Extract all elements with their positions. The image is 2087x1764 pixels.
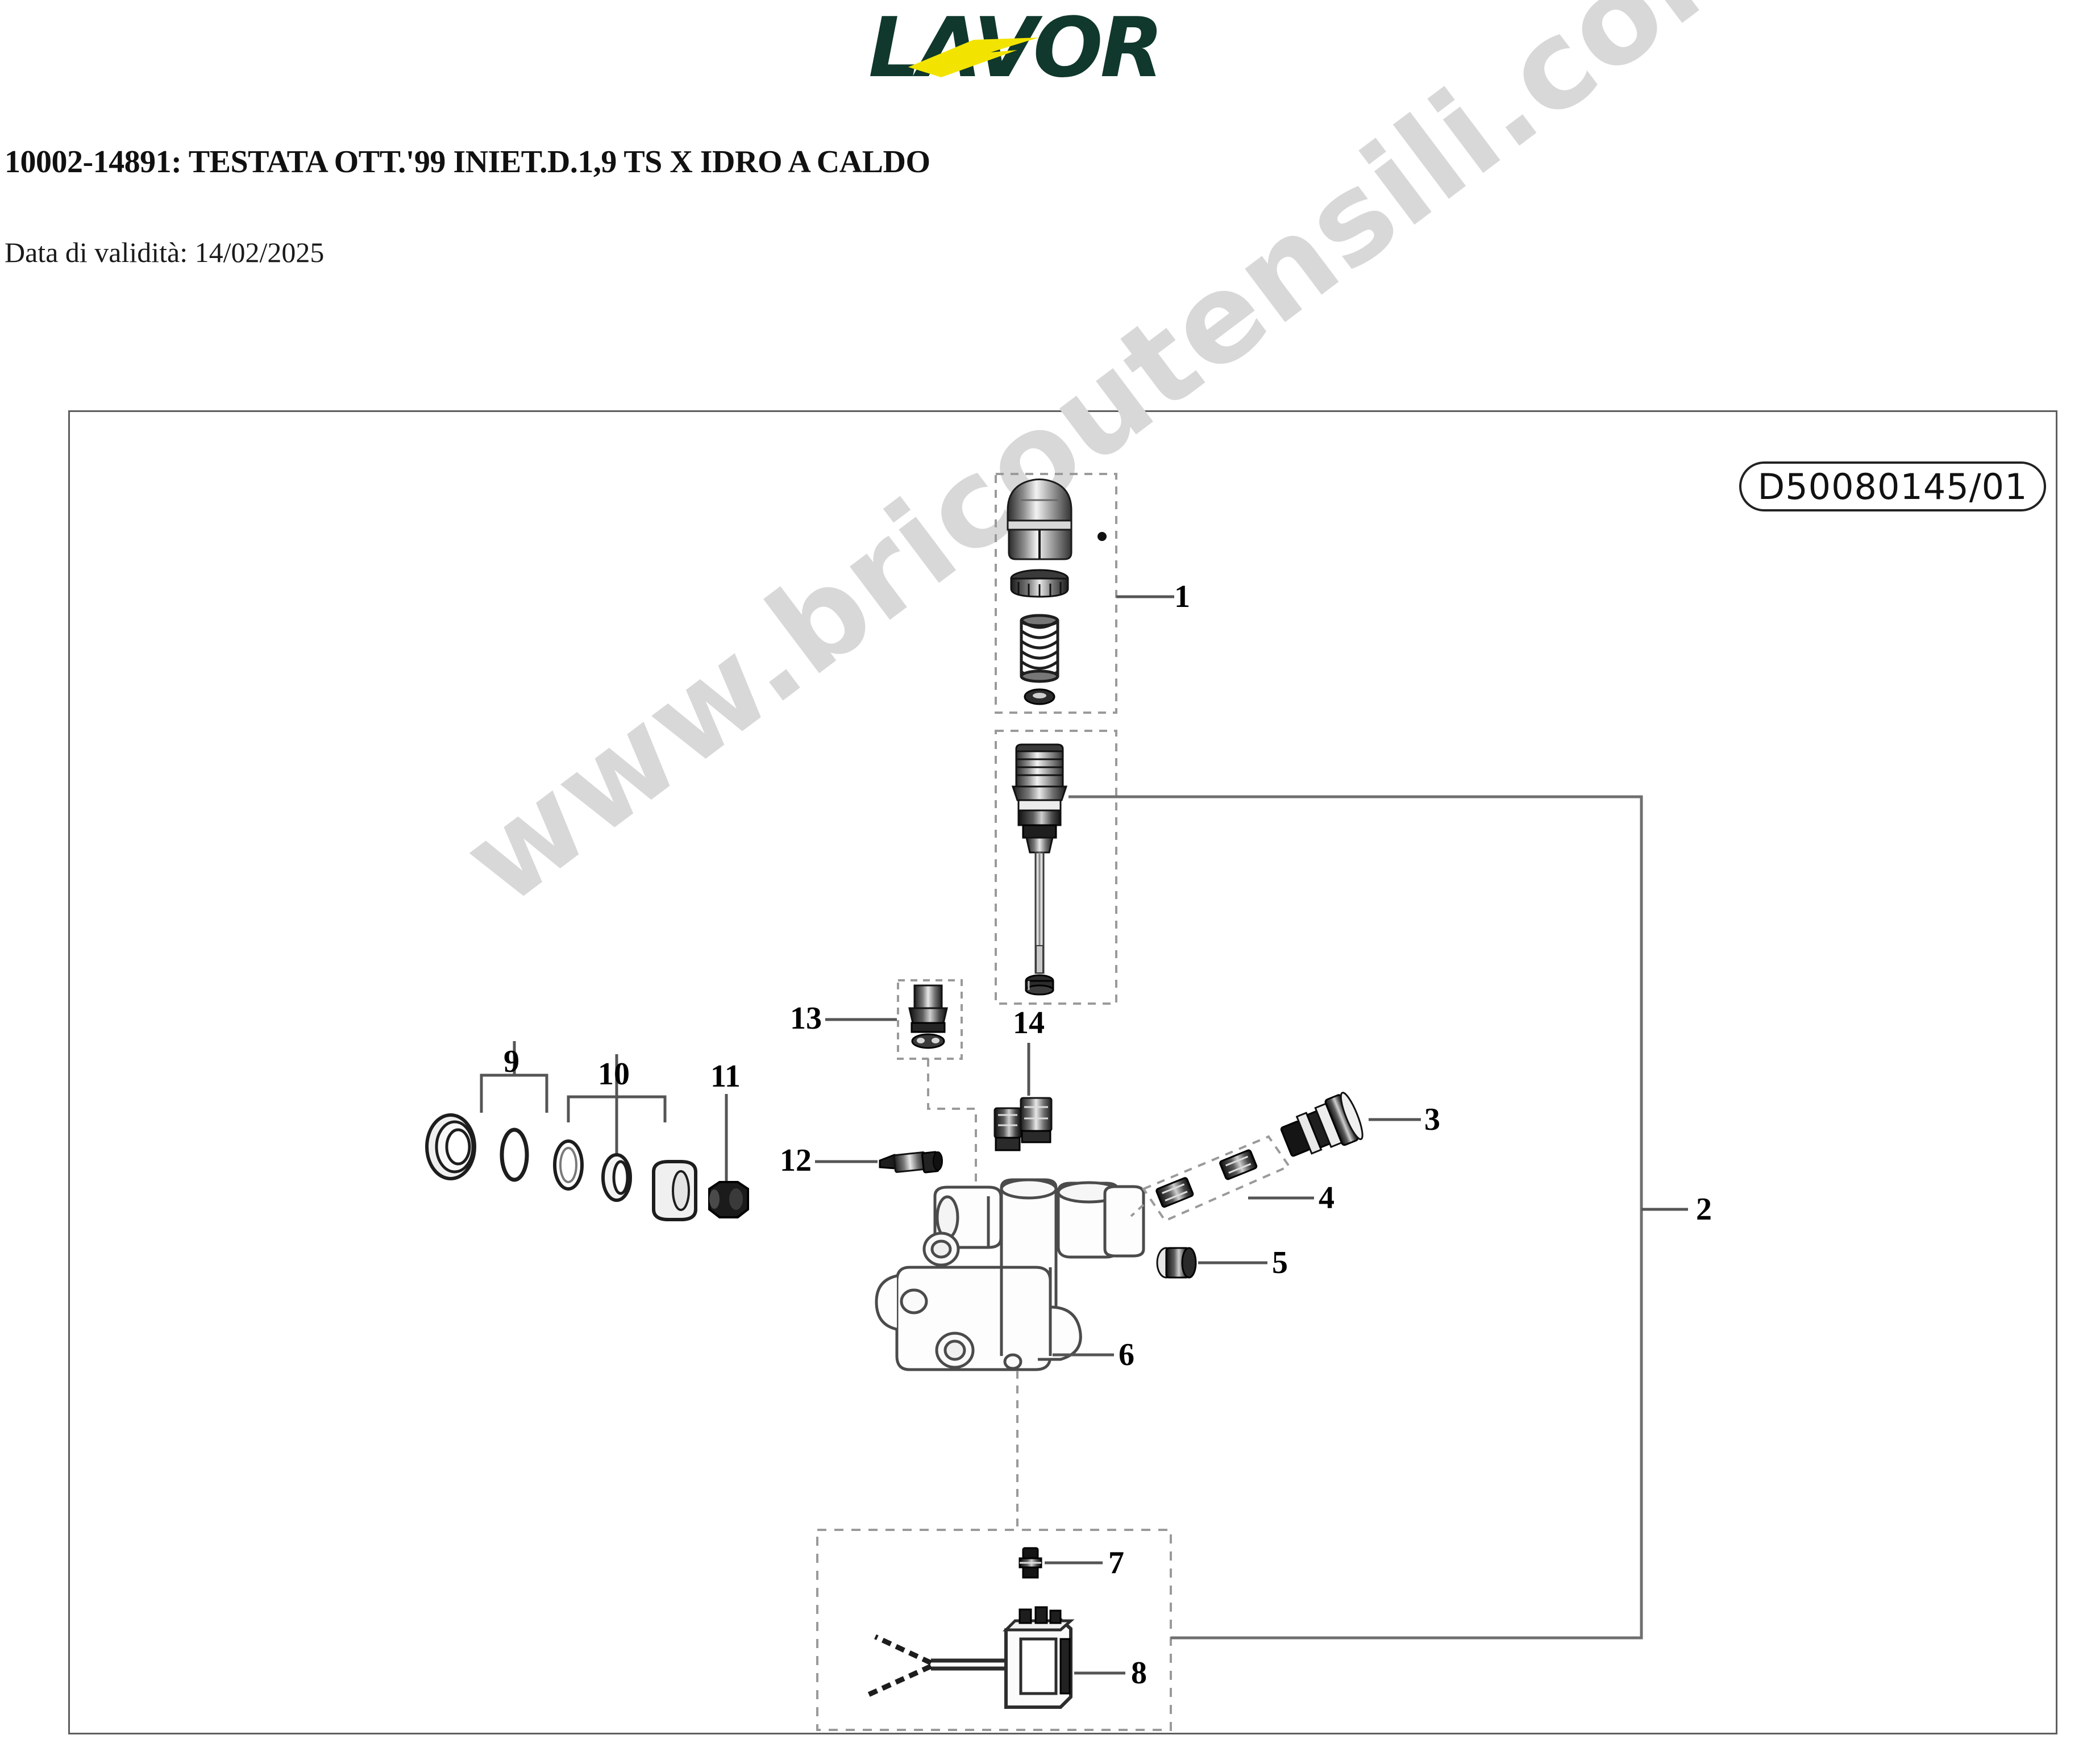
drawing-frame <box>68 410 2057 1734</box>
lavor-logo: LAVOR <box>868 5 1266 93</box>
svg-text:LAVOR: LAVOR <box>868 5 1161 93</box>
drawing-number-plate: D50080145/01 <box>1739 461 2046 511</box>
logo-area: LAVOR <box>0 0 2087 108</box>
lightning-bolt-icon <box>908 38 1039 77</box>
lavor-wordmark: LAVOR <box>868 5 1163 93</box>
validity-date: Data di validità: 14/02/2025 <box>5 236 325 268</box>
page-title: 10002-14891: TESTATA OTT.'99 INIET.D.1,9… <box>5 144 930 180</box>
